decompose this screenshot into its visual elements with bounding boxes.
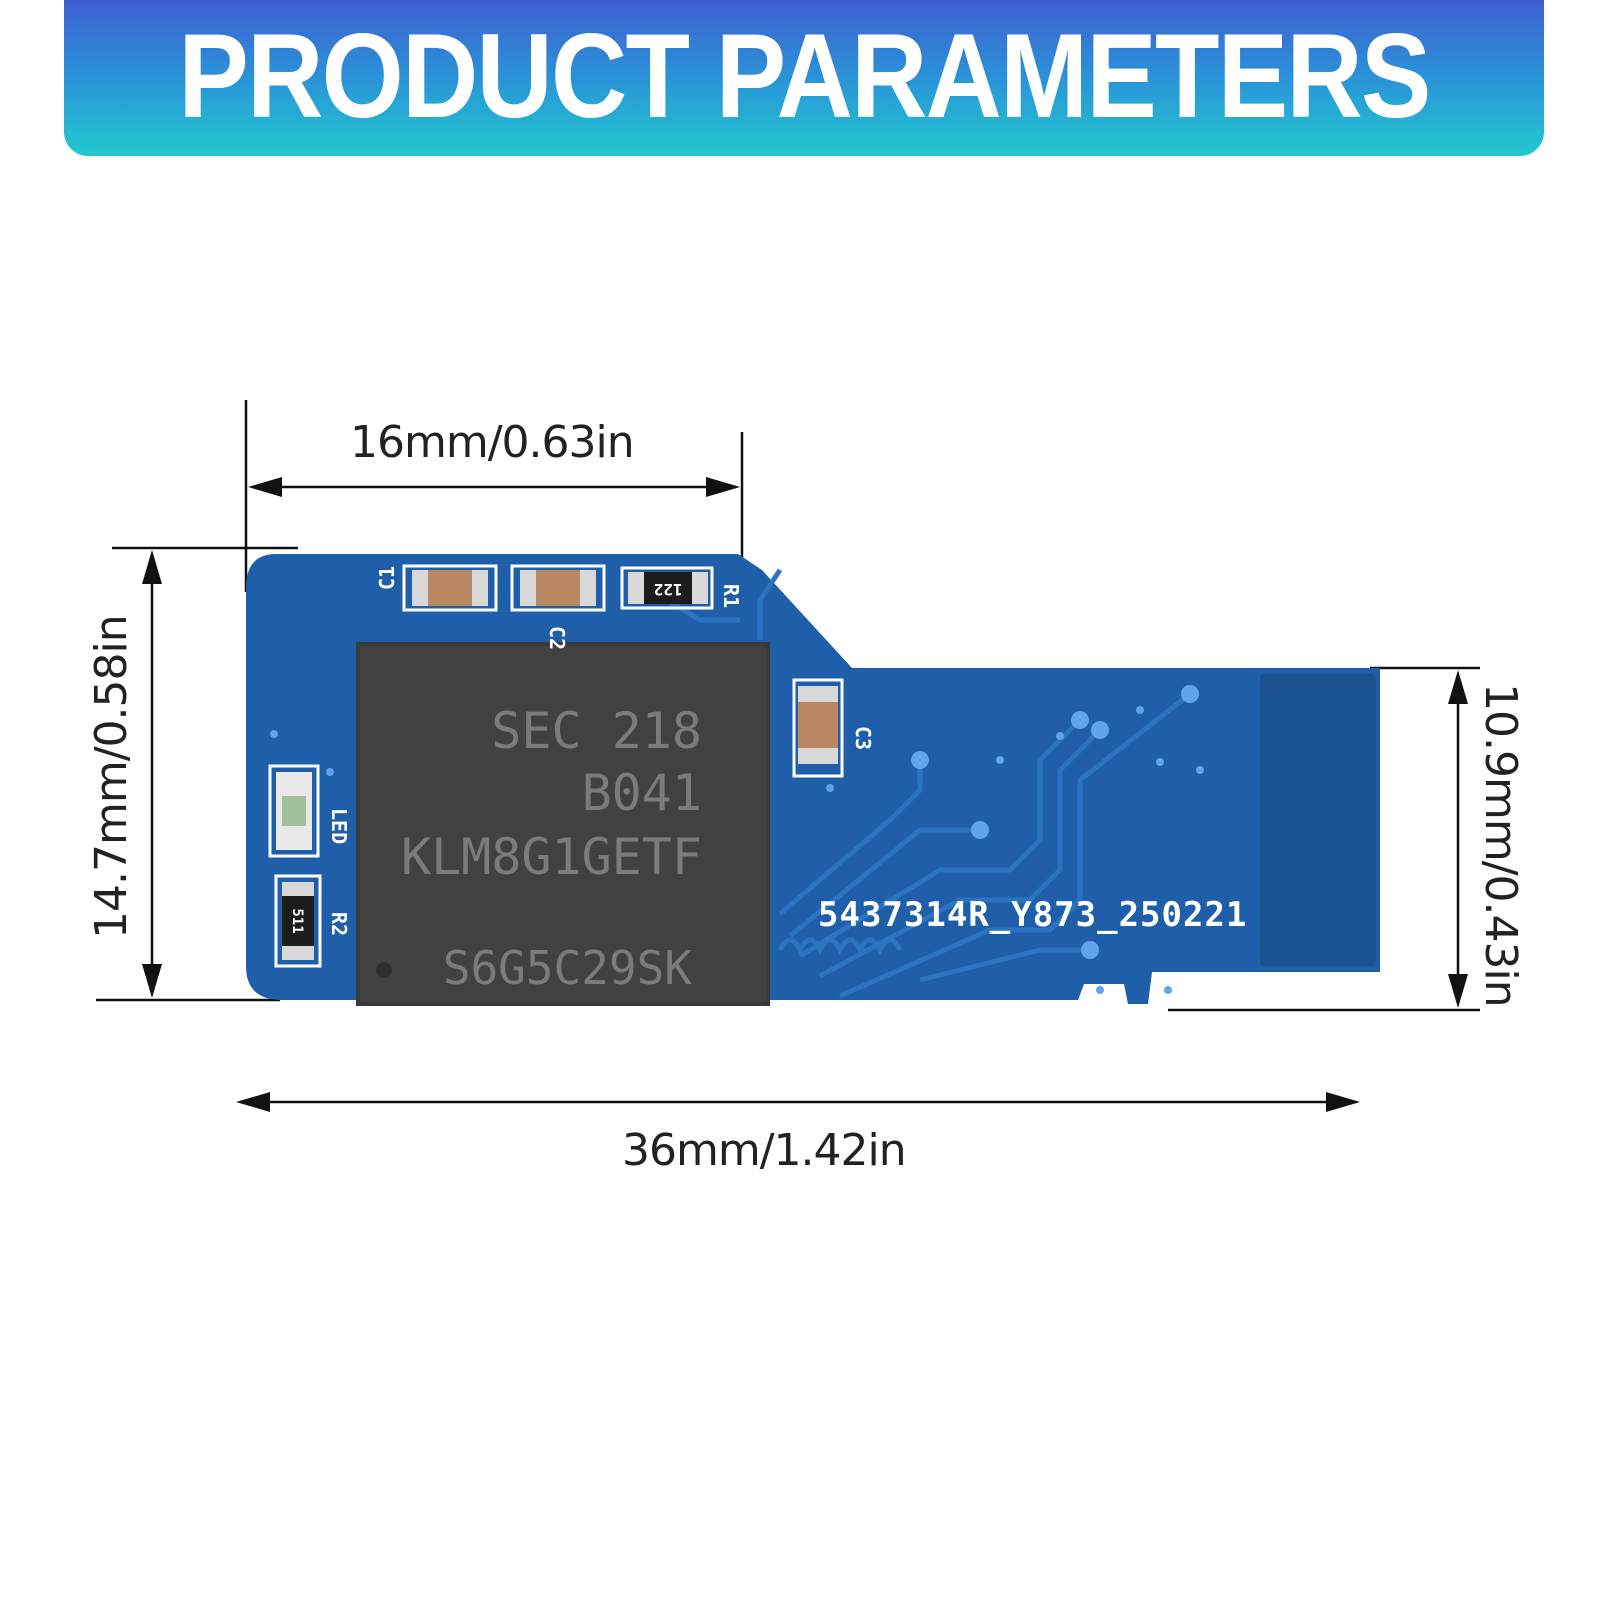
label-c2: C2 xyxy=(545,626,569,650)
pcb-traces xyxy=(658,568,1192,999)
dimension-arrows xyxy=(142,477,1468,1112)
total-length-label: 36mm/1.42in xyxy=(622,1125,907,1176)
resistor-r1: 122 xyxy=(620,566,714,610)
chip-line-3: KLM8G1GETF xyxy=(401,828,702,886)
r1-value: 122 xyxy=(654,580,683,599)
chip-line-2: B041 xyxy=(582,764,702,822)
label-led: LED xyxy=(327,808,351,844)
chip-line-4: S6G5C29SK xyxy=(443,941,693,995)
chip-pin1-dot xyxy=(376,962,392,978)
led-component xyxy=(268,764,320,858)
title-banner: PRODUCT PARAMETERS xyxy=(64,0,1544,156)
r2-value: 511 xyxy=(289,908,305,933)
label-r2: R2 xyxy=(327,912,351,936)
pcb-contact-area xyxy=(1260,674,1376,966)
page-title: PRODUCT PARAMETERS xyxy=(178,9,1431,143)
top-width-label: 16mm/0.63in xyxy=(350,417,635,468)
left-height-label: 14.7mm/0.58in xyxy=(86,615,137,939)
label-c3: C3 xyxy=(851,726,875,750)
pcb-vias xyxy=(270,685,1204,994)
chip-line-1: SEC 218 xyxy=(491,702,702,760)
board-code: 5437314R_Y873_250221 xyxy=(818,895,1247,935)
capacitor-c3 xyxy=(792,678,844,778)
resistor-r2: 511 xyxy=(274,874,322,968)
capacitor-c2 xyxy=(510,564,606,612)
right-height-label: 10.9mm/0.43in xyxy=(1475,683,1526,1007)
dimension-lines xyxy=(96,400,1480,1104)
capacitor-c1 xyxy=(402,564,498,612)
label-c1: C1 xyxy=(375,566,399,590)
label-r1: R1 xyxy=(719,584,743,608)
